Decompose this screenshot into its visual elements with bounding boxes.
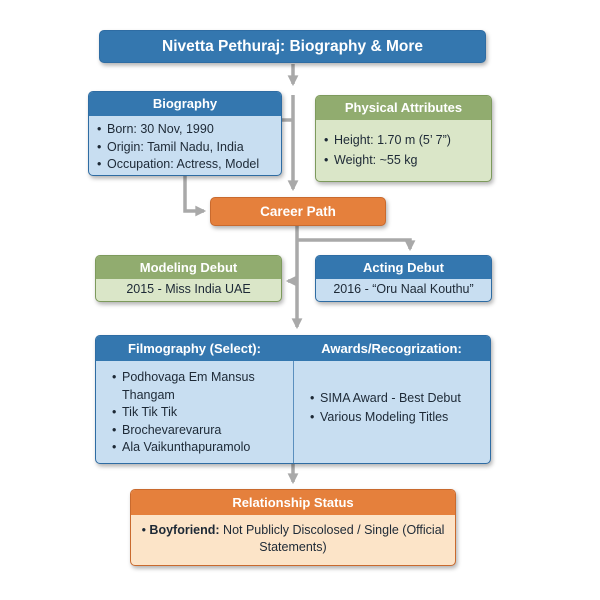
awards-header: Awards/Recogrization:: [321, 341, 462, 356]
relationship-status-header: Relationship Status: [131, 490, 455, 515]
list-item: Podhovaga Em Mansus Thangam: [110, 369, 287, 404]
acting-debut-value: 2016 - “Oru Naal Kouthu”: [333, 282, 474, 296]
list-item: Ala Vaikunthapuramolo: [110, 439, 287, 457]
list-item: Origin: Tamil Nadu, India: [95, 139, 275, 157]
relationship-status-box: Relationship Status • Boyforiend: Not Pu…: [130, 489, 456, 566]
list-item: Born: 30 Nov, 1990: [95, 121, 275, 139]
list-item: Height: 1.70 m (5’ 7”): [322, 130, 485, 150]
filmography-list: Podhovaga Em Mansus ThangamTik Tik TikBr…: [110, 369, 287, 457]
list-item: Tik Tik Tik: [110, 404, 287, 422]
relationship-status-value: • Boyforiend: Not Publicly Discolosed / …: [131, 515, 455, 556]
acting-debut-box: Acting Debut 2016 - “Oru Naal Kouthu”: [315, 255, 492, 302]
page-title: Nivetta Pethuraj: Biography & More: [99, 30, 486, 63]
relationship-bullet: •: [141, 523, 150, 537]
relationship-text: Not Publicly Discolosed / Single (Offici…: [219, 523, 445, 554]
biography-list: Born: 30 Nov, 1990Origin: Tamil Nadu, In…: [95, 121, 275, 174]
acting-debut-header: Acting Debut: [316, 256, 491, 279]
modeling-debut-box: Modeling Debut 2015 - Miss India UAE: [95, 255, 282, 302]
biography-box: Biography Born: 30 Nov, 1990Origin: Tami…: [88, 91, 282, 176]
filmography-awards-header: Filmography (Select): Awards/Recogrizati…: [96, 336, 490, 361]
physical-attributes-box: Physical Attributes Height: 1.70 m (5’ 7…: [315, 95, 492, 182]
physical-attributes-list: Height: 1.70 m (5’ 7”)Weight: ~55 kg: [322, 130, 485, 170]
biography-header: Biography: [89, 92, 281, 116]
arrow-biography-to-career: [183, 176, 207, 217]
awards-list: SIMA Award - Best DebutVarious Modeling …: [308, 389, 484, 427]
awards-column: SIMA Award - Best DebutVarious Modeling …: [293, 361, 490, 463]
relationship-bold-label: Boyforiend:: [149, 523, 220, 537]
list-item: SIMA Award - Best Debut: [308, 389, 484, 408]
filmography-header: Filmography (Select):: [128, 341, 261, 356]
modeling-debut-value: 2015 - Miss India UAE: [126, 282, 251, 296]
list-item: Occupation: Actress, Model: [95, 156, 275, 174]
list-item: Various Modeling Titles: [308, 408, 484, 427]
arrow-career-to-acting: [297, 238, 416, 252]
list-item: Brochevarevarura: [110, 422, 287, 440]
filmography-column: Podhovaga Em Mansus ThangamTik Tik TikBr…: [96, 361, 293, 463]
career-path-node: Career Path: [210, 197, 386, 226]
physical-attributes-header: Physical Attributes: [316, 96, 491, 120]
modeling-debut-header: Modeling Debut: [96, 256, 281, 279]
list-item: Weight: ~55 kg: [322, 150, 485, 170]
filmography-awards-box: Filmography (Select): Awards/Recogrizati…: [95, 335, 491, 464]
filmography-awards-body: Podhovaga Em Mansus ThangamTik Tik TikBr…: [96, 361, 490, 463]
